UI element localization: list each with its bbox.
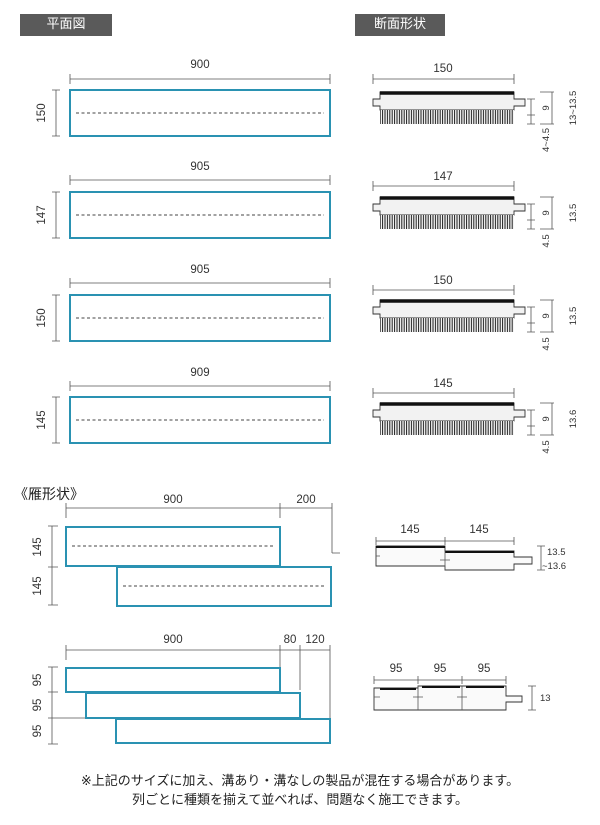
- section-width-label: 95: [390, 663, 403, 675]
- section-width-label: 150: [433, 275, 452, 287]
- bottom-label: 4~4.5: [541, 128, 552, 152]
- width-label: 145: [32, 576, 44, 595]
- herringbone-profile: [375, 545, 533, 571]
- board-plan: [65, 526, 281, 567]
- plan-row-3: 905 150: [36, 264, 331, 342]
- bottom-label: 4.5: [541, 337, 552, 350]
- section-width-label: 145: [400, 524, 419, 536]
- plan-row-2: 905 147: [36, 161, 331, 239]
- section-width-label: 147: [433, 171, 452, 183]
- thickness-label: 13.6: [568, 410, 579, 429]
- note-line-1: ※上記のサイズに加え、溝あり・溝なしの製品が混在する場合があります。: [80, 774, 520, 789]
- section-row-3: 150 9 4.5 13.5: [372, 275, 579, 351]
- herringbone-section-1: 145 145 13.5 ~13.6: [375, 524, 566, 572]
- herringbone-label: 《雁形状》: [14, 487, 84, 503]
- section-view-header: 断面形状: [355, 14, 445, 36]
- note-line-2: 列ごとに種類を揃えて並べれば、問題なく施工できます。: [131, 793, 469, 808]
- plan-view-header: 平面図: [20, 14, 112, 36]
- backing-hatch: [380, 318, 514, 332]
- section-row-1: 150 9 4~4.5 13~13.5: [372, 63, 579, 152]
- offset-label: 80: [284, 634, 297, 646]
- thickness-label-2: ~13.6: [542, 561, 566, 572]
- width-label: 147: [36, 205, 48, 224]
- tongue-label: 9: [541, 105, 552, 110]
- board-plan: [85, 692, 301, 719]
- bottom-label: 4.5: [541, 234, 552, 247]
- width-label: 95: [32, 674, 44, 687]
- section-width-label: 145: [469, 524, 488, 536]
- length-label: 900: [190, 59, 209, 71]
- section-width-label: 150: [433, 63, 452, 75]
- herringbone-plan-2: 900 80 120 95 95 95: [32, 634, 331, 745]
- width-label: 95: [32, 725, 44, 738]
- tongue-label: 9: [541, 210, 552, 215]
- width-label: 95: [32, 699, 44, 712]
- bottom-label: 4.5: [541, 440, 552, 453]
- thickness-label: 13: [540, 693, 551, 704]
- width-label: 150: [36, 308, 48, 327]
- backing-hatch: [380, 215, 514, 229]
- length-label: 909: [190, 367, 209, 379]
- width-label: 145: [36, 410, 48, 429]
- board-plan: [116, 566, 332, 607]
- tongue-label: 9: [541, 313, 552, 318]
- section-width-label: 95: [478, 663, 491, 675]
- offset-label: 200: [296, 494, 315, 506]
- thickness-label: 13.5: [547, 547, 566, 558]
- plan-row-4: 909 145: [36, 367, 331, 444]
- plan-row-1: 900 150: [36, 59, 331, 137]
- offset-label: 120: [305, 634, 324, 646]
- herringbone-plan-1: 900 200 145 145: [32, 494, 340, 607]
- tongue-label: 9: [541, 416, 552, 421]
- backing-hatch: [380, 421, 514, 435]
- section-row-2: 147 9 4.5 13.5: [372, 171, 579, 248]
- width-label: 145: [32, 537, 44, 556]
- section-row-4: 145 9 4.5 13.6: [372, 378, 579, 454]
- herringbone-section-2: 95 95 95 13: [373, 663, 551, 711]
- length-label: 900: [163, 494, 182, 506]
- length-label: 900: [163, 634, 182, 646]
- thickness-label: 13~13.5: [568, 91, 579, 126]
- thickness-label: 13.5: [568, 307, 579, 326]
- board-plan: [65, 667, 281, 693]
- thickness-label: 13.5: [568, 204, 579, 223]
- width-label: 150: [36, 103, 48, 122]
- length-label: 905: [190, 161, 209, 173]
- section-width-label: 145: [433, 378, 452, 390]
- section-width-label: 95: [434, 663, 447, 675]
- board-plan: [115, 718, 331, 744]
- backing-hatch: [380, 110, 514, 124]
- length-label: 905: [190, 264, 209, 276]
